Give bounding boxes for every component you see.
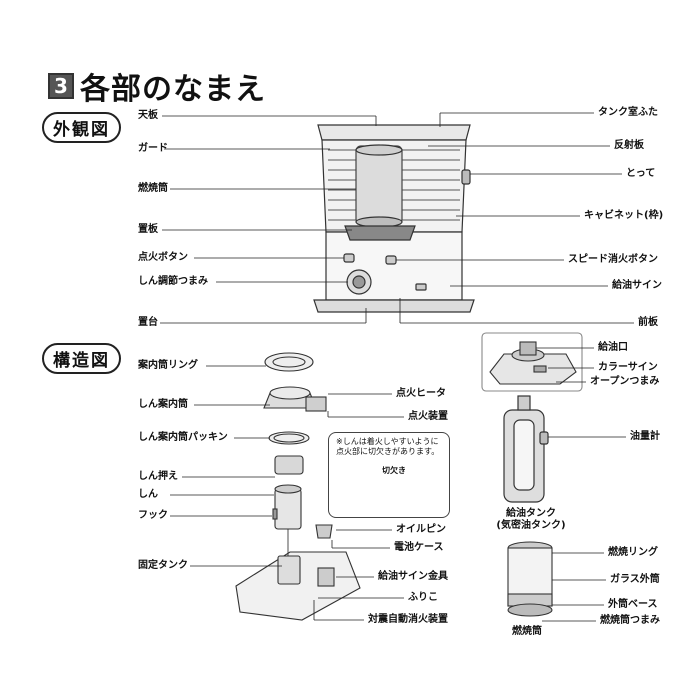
fuel-tank-name: 給油タンク bbox=[506, 508, 556, 519]
label-oil-pin: オイルピン bbox=[396, 524, 446, 535]
label-fuel-sign-fitting: 給油サイン金具 bbox=[378, 571, 448, 582]
page-title: 各部のなまえ bbox=[80, 72, 266, 107]
label-outer-base: 外筒ベース bbox=[608, 599, 658, 610]
label-base: 置台 bbox=[138, 317, 158, 328]
label-cover-plate: 置板 bbox=[138, 224, 158, 235]
label-burner-knob: 燃焼筒つまみ bbox=[600, 615, 660, 626]
label-pendulum: ふりこ bbox=[408, 592, 438, 603]
label-fixed-tank: 固定タンク bbox=[138, 560, 188, 571]
wick-assembly-illustration bbox=[235, 352, 361, 621]
label-reflector: 反射板 bbox=[614, 140, 644, 151]
label-open-knob: オープンつまみ bbox=[590, 376, 660, 387]
label-oil-gauge: 油量計 bbox=[630, 431, 660, 442]
label-top-plate: 天板 bbox=[138, 110, 158, 121]
structure-badge: 構造図 bbox=[42, 343, 121, 374]
label-fuel-sign: 給油サイン bbox=[612, 280, 662, 291]
section-number: 3 bbox=[48, 73, 74, 99]
label-handle: とって bbox=[626, 168, 656, 179]
tank-cap-illustration bbox=[481, 332, 583, 392]
label-wick-knob: しん調節つまみ bbox=[138, 276, 208, 287]
label-cabinet: キャビネット(枠) bbox=[584, 210, 664, 221]
exterior-badge: 外観図 bbox=[42, 112, 121, 143]
label-wick: しん bbox=[138, 489, 158, 500]
label-ignition-button: 点火ボタン bbox=[138, 252, 188, 263]
burner-illustration bbox=[507, 541, 553, 617]
label-ignition-device: 点火装置 bbox=[408, 411, 448, 422]
label-combustion-tube: 燃焼筒 bbox=[138, 183, 168, 194]
heater-exterior-illustration bbox=[313, 124, 475, 313]
label-seismic-device: 対震自動消火装置 bbox=[368, 614, 448, 625]
label-combustion-ring: 燃焼リング bbox=[608, 547, 658, 558]
label-hook: フック bbox=[138, 510, 168, 521]
label-fuel-tank: 給油タンク (気密油タンク) bbox=[486, 508, 576, 532]
label-fuel-port: 給油口 bbox=[598, 342, 628, 353]
label-color-sign: カラーサイン bbox=[598, 362, 658, 373]
fuel-tank-subname: (気密油タンク) bbox=[496, 520, 566, 531]
label-tank-lid: タンク室ふた bbox=[598, 107, 658, 118]
label-speed-off-button: スピード消火ボタン bbox=[568, 254, 658, 265]
fuel-tank-illustration bbox=[503, 395, 549, 503]
label-battery-case: 電池ケース bbox=[394, 542, 444, 553]
label-guard: ガード bbox=[138, 143, 168, 154]
page-heading: 3 各部のなまえ bbox=[48, 64, 266, 108]
label-burner-name: 燃焼筒 bbox=[512, 626, 542, 637]
label-wick-guide-packing: しん案内筒パッキン bbox=[138, 432, 228, 443]
label-wick-holder: しん押え bbox=[138, 471, 178, 482]
label-guide-ring: 案内筒リング bbox=[138, 360, 198, 371]
wick-note-text: ※しんは着火しやすいように点火部に切欠きがあります。 bbox=[336, 437, 440, 456]
wick-note-callout bbox=[328, 432, 450, 518]
cutout-label: 切欠き bbox=[382, 466, 406, 475]
label-wick-guide: しん案内筒 bbox=[138, 399, 188, 410]
label-ignition-heater: 点火ヒータ bbox=[396, 388, 446, 399]
label-glass-outer: ガラス外筒 bbox=[610, 574, 660, 585]
label-front-plate: 前板 bbox=[638, 317, 658, 328]
